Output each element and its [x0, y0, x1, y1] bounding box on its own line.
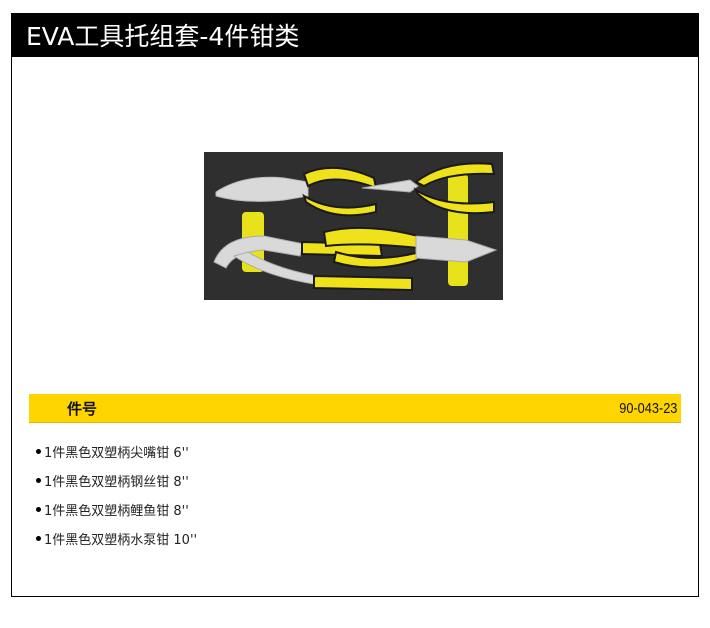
part-number-label: 件号: [67, 399, 98, 418]
list-item: 1件黑色双塑柄钢丝钳 8'': [36, 466, 197, 495]
list-item: 1件黑色双塑柄鲤鱼钳 8'': [36, 495, 197, 524]
bullet-icon: [36, 536, 41, 541]
bullet-icon: [36, 478, 41, 483]
list-item-text: 1件黑色双塑柄鲤鱼钳 8'': [44, 504, 189, 519]
list-item: 1件黑色双塑柄水泵钳 10'': [36, 524, 197, 553]
part-number-value: 90-043-23: [618, 399, 677, 417]
product-card-frame: [11, 13, 699, 597]
title-bar: EVA工具托组套-4件钳类: [11, 13, 699, 57]
part-number-band: 件号 90-043-23: [29, 394, 681, 423]
list-item-text: 1件黑色双塑柄钢丝钳 8'': [44, 475, 189, 490]
list-item-text: 1件黑色双塑柄尖嘴钳 6'': [44, 446, 189, 461]
list-item: 1件黑色双塑柄尖嘴钳 6'': [36, 437, 197, 466]
pliers-set-illustration: [204, 152, 503, 300]
product-image: [204, 152, 503, 300]
contents-list: 1件黑色双塑柄尖嘴钳 6'' 1件黑色双塑柄钢丝钳 8'' 1件黑色双塑柄鲤鱼钳…: [36, 437, 197, 553]
list-item-text: 1件黑色双塑柄水泵钳 10'': [44, 533, 198, 548]
bullet-icon: [36, 449, 41, 454]
page-title: EVA工具托组套-4件钳类: [26, 22, 300, 51]
bullet-icon: [36, 507, 41, 512]
